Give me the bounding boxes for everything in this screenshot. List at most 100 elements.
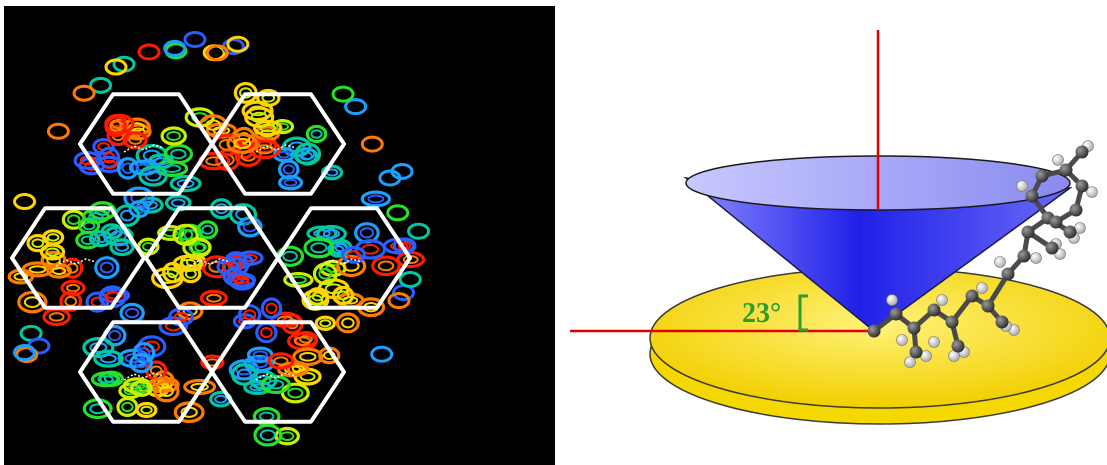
helix-coil — [13, 193, 37, 211]
helix-coil — [230, 363, 258, 386]
carbon-atom — [1049, 215, 1063, 229]
cone-diagram-panel: 23° — [562, 0, 1107, 465]
carbon-atom — [1075, 179, 1089, 193]
angle-label: 23° — [742, 298, 781, 329]
hydrogen-atom — [886, 294, 898, 306]
helix-coil — [360, 190, 392, 208]
ligand-stick — [123, 372, 165, 381]
helix-coil — [129, 353, 153, 374]
helix-coil — [278, 174, 304, 191]
helix-coil — [332, 285, 355, 306]
carbon-atom — [1075, 145, 1089, 159]
helix-coil — [331, 85, 355, 103]
helix-coil — [286, 361, 310, 377]
helix-coil — [316, 224, 347, 243]
angle-bracket — [798, 294, 808, 332]
hydrogen-atom — [994, 256, 1006, 268]
helix-coil — [94, 256, 120, 280]
helix-coil — [335, 312, 360, 334]
helix-coil — [72, 84, 96, 102]
hydrogen-atom — [1086, 186, 1098, 198]
hexagonal-lattice-image — [4, 6, 555, 465]
carbon-atom — [995, 315, 1009, 329]
helix-coil — [314, 315, 336, 331]
helix-coil — [160, 126, 187, 146]
helix-coil — [225, 272, 257, 288]
helix-coil — [360, 135, 384, 153]
helix-coil — [305, 124, 328, 144]
hexagon-outline-layer — [10, 92, 412, 424]
carbon-atom — [951, 339, 965, 353]
helix-coil — [130, 380, 153, 397]
helix-coil — [199, 289, 228, 307]
hydrogen-atom — [976, 282, 988, 294]
helix-coil — [109, 238, 135, 257]
hexagon-outline — [276, 206, 412, 310]
helix-coil — [135, 401, 158, 419]
hexagon-outline — [144, 206, 280, 310]
hydrogen-atom — [1030, 252, 1042, 264]
helix-coil — [387, 292, 411, 310]
helix-coil — [137, 43, 161, 61]
helix-coil — [226, 133, 259, 154]
carbon-atom — [1001, 267, 1015, 281]
carbon-atom — [1025, 189, 1039, 203]
hexagon-outline — [210, 92, 346, 196]
helix-coil — [294, 142, 322, 166]
hydrogen-atom — [936, 294, 948, 306]
helix-coil — [183, 30, 207, 48]
helix-coil — [89, 76, 113, 94]
helix-coil — [46, 263, 72, 279]
carbon-atom — [1069, 203, 1083, 217]
helix-coil — [12, 343, 36, 361]
helix-coil — [407, 222, 431, 240]
hexagon-outline — [78, 92, 214, 196]
helix-coil — [196, 220, 219, 240]
carbon-atom — [981, 299, 995, 313]
helix-coil — [226, 35, 250, 53]
carbon-atom — [927, 303, 941, 317]
helix-coil — [88, 230, 113, 248]
helix-coil — [205, 44, 229, 62]
helix-coil — [344, 98, 368, 116]
helix-coil — [122, 131, 148, 150]
helix-coil — [303, 237, 335, 259]
molecular-chain — [867, 140, 1098, 368]
helix-coil — [386, 204, 410, 222]
helix-coil — [163, 143, 194, 165]
helix-coil — [104, 114, 127, 138]
ligand-stick — [123, 144, 165, 153]
carbon-atom — [1059, 163, 1073, 177]
helix-coil — [267, 352, 295, 370]
helix-coil — [390, 162, 414, 180]
helix-coil — [248, 139, 282, 160]
carbon-atom — [1063, 225, 1077, 239]
hexagon-outline — [10, 206, 146, 310]
hydrogen-atom — [1052, 154, 1064, 166]
helix-coil — [42, 229, 65, 246]
carbon-atom — [945, 315, 959, 329]
helix-coil — [162, 261, 184, 284]
ligand-stick — [255, 372, 297, 381]
helix-coil — [104, 58, 128, 76]
helix-coil — [260, 374, 291, 395]
carbon-atom — [965, 289, 979, 303]
hexagon-outline — [78, 320, 214, 424]
hexagon-outline — [210, 320, 346, 424]
helix-coil — [15, 346, 39, 364]
helix-coil — [163, 39, 187, 57]
helix-coil — [132, 341, 156, 364]
ligand-stick — [189, 258, 231, 267]
ligand-stick — [255, 144, 297, 153]
helix-coil — [138, 165, 168, 187]
helix-coil — [93, 349, 124, 368]
ligand-stick — [55, 258, 97, 267]
hydrogen-atom — [896, 334, 908, 346]
helix-coil — [292, 347, 324, 367]
helix-coil — [370, 345, 394, 363]
carbon-atom — [1017, 249, 1031, 263]
helix-coil — [172, 223, 200, 246]
carbon-atom — [889, 307, 903, 321]
helix-coil — [253, 119, 283, 137]
carbon-atom — [867, 324, 881, 338]
